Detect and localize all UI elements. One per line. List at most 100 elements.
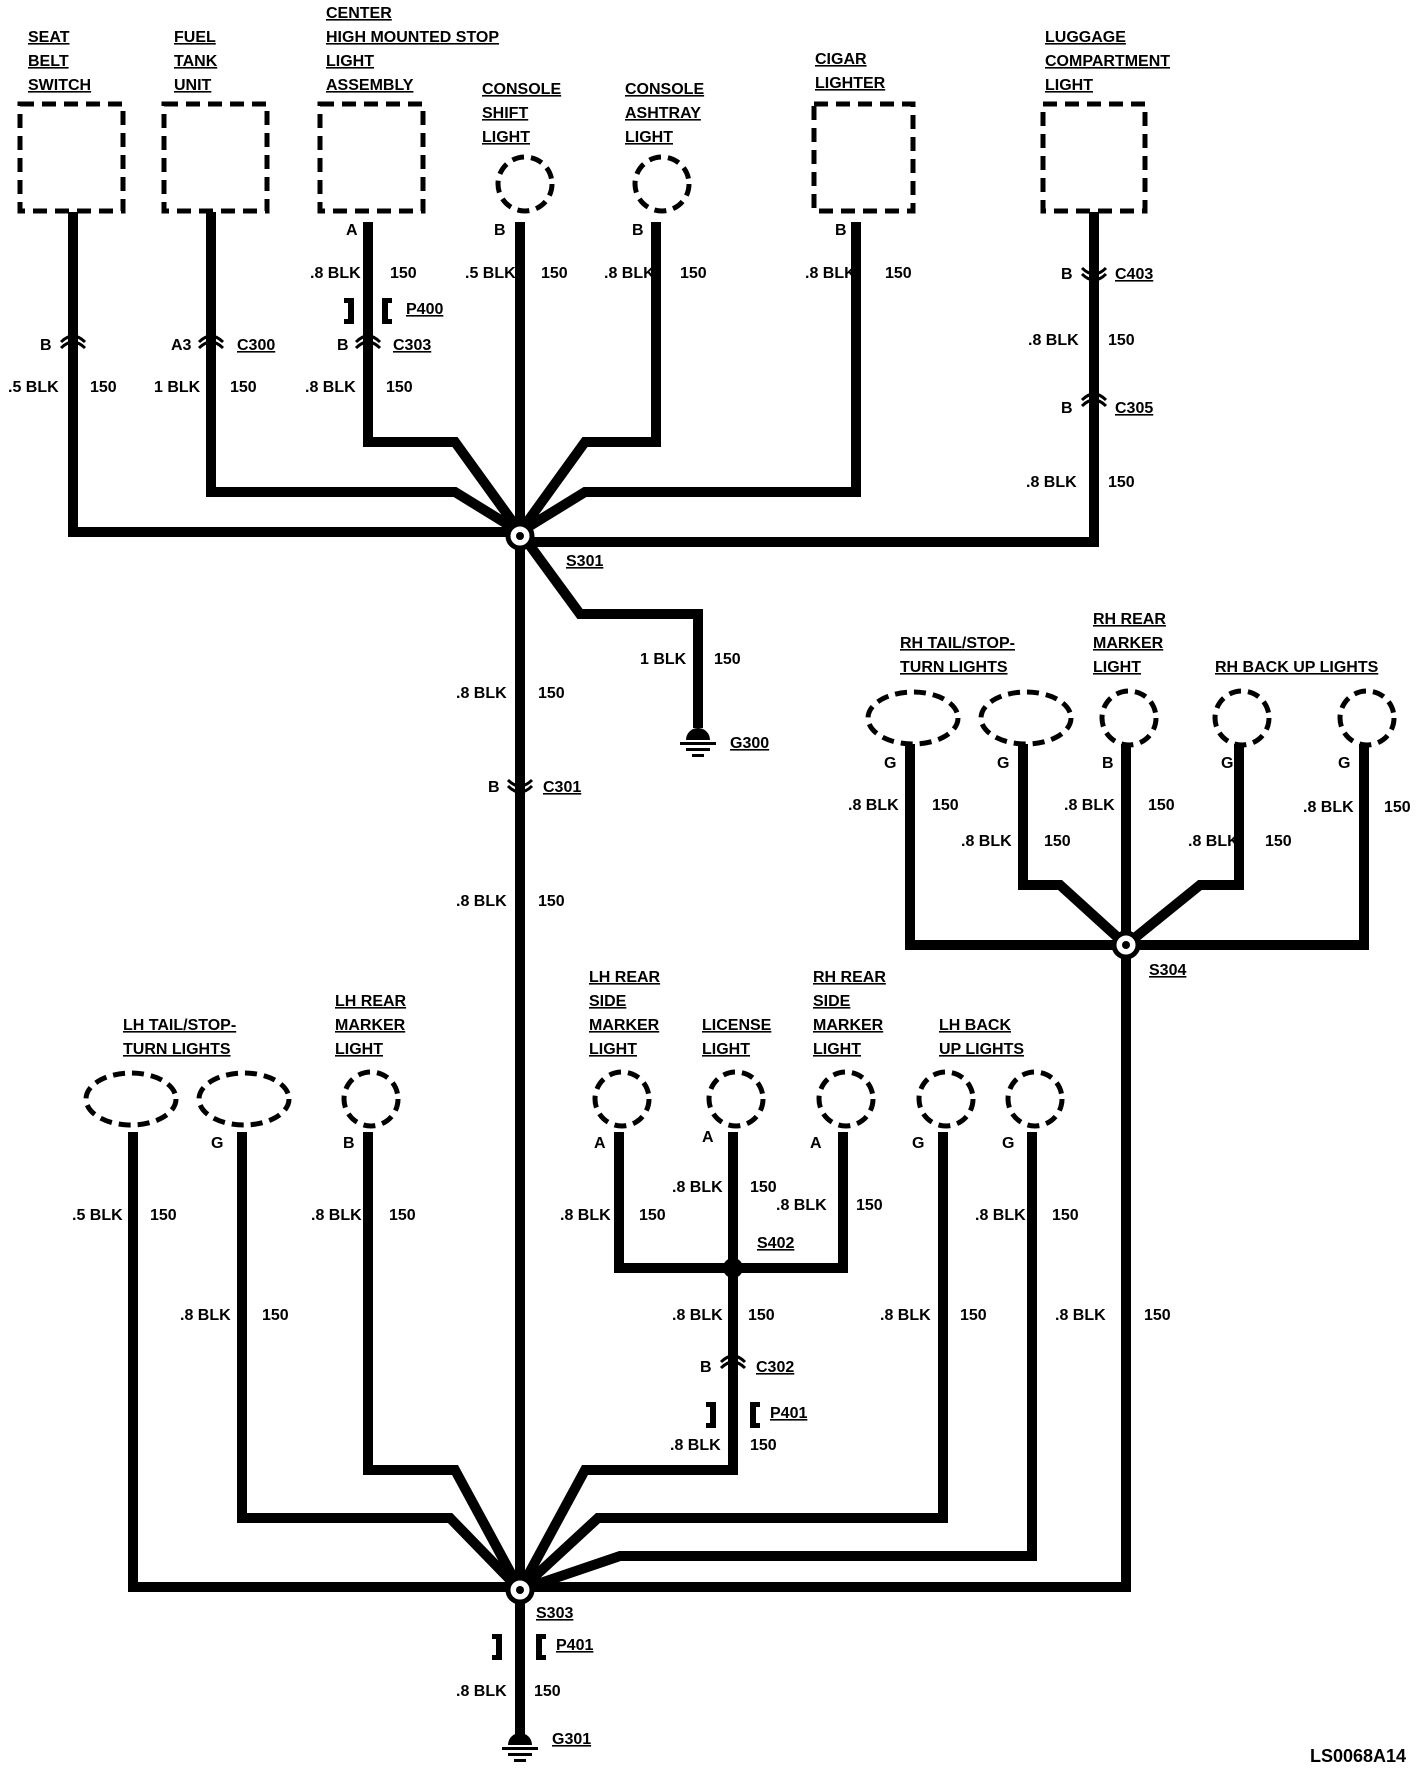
wire-lh-backup-2 xyxy=(518,1132,1037,1595)
pin-label: G xyxy=(884,755,896,772)
wire-lh-marker xyxy=(363,1132,525,1593)
wire-label: .8 BLK xyxy=(180,1307,231,1324)
svg-text:G300: G300 xyxy=(730,735,769,752)
pin-label: G xyxy=(1002,1135,1014,1152)
svg-text:LIGHT: LIGHT xyxy=(482,129,530,146)
wire-label: .8 BLK xyxy=(848,797,899,814)
svg-text:COMPARTMENT: COMPARTMENT xyxy=(1045,53,1170,70)
pin-label: B xyxy=(835,222,847,239)
connector-p401-upper: P401 xyxy=(706,1402,807,1428)
circuit-label: 150 xyxy=(389,1207,416,1224)
svg-text:MARKER: MARKER xyxy=(1093,635,1164,652)
splice-s304: S304 xyxy=(1111,930,1186,979)
connector-p401-lower: P401 xyxy=(492,1634,593,1660)
component-box xyxy=(811,101,916,214)
svg-text:SIDE: SIDE xyxy=(589,993,627,1010)
svg-text:SIDE: SIDE xyxy=(813,993,851,1010)
circuit-label: 150 xyxy=(541,265,568,282)
component-rh-backup: RH BACK UP LIGHTS xyxy=(1212,659,1397,748)
bulb-icon xyxy=(1337,688,1397,748)
component-chmsl: CENTER HIGH MOUNTED STOP LIGHT ASSEMBLY xyxy=(317,5,499,214)
pin-label: G xyxy=(1338,755,1350,772)
wire-label: 1 BLK xyxy=(640,651,687,668)
circuit-label: 150 xyxy=(534,1683,561,1700)
svg-text:C305: C305 xyxy=(1115,400,1153,417)
svg-text:RH BACK UP LIGHTS: RH BACK UP LIGHTS xyxy=(1215,659,1379,676)
wire-label: .8 BLK xyxy=(1055,1307,1106,1324)
circuit-label: 150 xyxy=(386,379,413,396)
svg-text:LIGHT: LIGHT xyxy=(702,1041,750,1058)
ground-g301: G301 xyxy=(502,1731,591,1762)
wire-label: .8 BLK xyxy=(456,893,507,910)
svg-text:P400: P400 xyxy=(406,301,443,318)
connector-c302: B C302 xyxy=(700,1354,794,1376)
circuit-label: 150 xyxy=(960,1307,987,1324)
svg-text:C303: C303 xyxy=(393,337,431,354)
circuit-label: 150 xyxy=(538,685,565,702)
svg-text:TURN LIGHTS: TURN LIGHTS xyxy=(123,1041,231,1058)
svg-text:LH REAR: LH REAR xyxy=(335,993,407,1010)
wire-label: .8 BLK xyxy=(560,1207,611,1224)
svg-text:S304: S304 xyxy=(1149,962,1186,979)
label-line: SWITCH xyxy=(28,77,91,94)
wire-lh-tail-2 xyxy=(237,1132,524,1594)
wire-label: .8 BLK xyxy=(776,1197,827,1214)
circuit-label: 150 xyxy=(750,1179,777,1196)
circuit-label: 150 xyxy=(750,1437,777,1454)
wire-label: .8 BLK xyxy=(1303,799,1354,816)
wire-label: .8 BLK xyxy=(604,265,655,282)
pin-label: G xyxy=(997,755,1009,772)
circuit-label: 150 xyxy=(1052,1207,1079,1224)
bulb-icon xyxy=(341,1069,401,1129)
wire-label: .8 BLK xyxy=(1064,797,1115,814)
pin-label: B xyxy=(632,222,644,239)
svg-text:MARKER: MARKER xyxy=(335,1017,406,1034)
svg-text:C302: C302 xyxy=(756,1359,794,1376)
svg-text:P401: P401 xyxy=(770,1405,807,1422)
svg-text:ASHTRAY: ASHTRAY xyxy=(625,105,701,122)
bulb-icon xyxy=(495,154,555,214)
wire-label: .8 BLK xyxy=(1026,474,1077,491)
circuit-label: 150 xyxy=(1144,1307,1171,1324)
bulb-icon xyxy=(1005,1069,1065,1129)
component-box xyxy=(1040,101,1148,214)
wire-label: .8 BLK xyxy=(961,833,1012,850)
wire-label: .8 BLK xyxy=(880,1307,931,1324)
svg-text:C301: C301 xyxy=(543,779,581,796)
component-lh-rear-marker: LH REAR MARKER LIGHT xyxy=(335,993,407,1129)
connector-c305: B C305 xyxy=(1061,392,1153,417)
svg-text:UNIT: UNIT xyxy=(174,77,212,94)
svg-text:S301: S301 xyxy=(566,553,603,570)
svg-text:MARKER: MARKER xyxy=(813,1017,884,1034)
circuit-label: 150 xyxy=(680,265,707,282)
bulb-icon xyxy=(196,1070,292,1128)
pin-label: G xyxy=(1221,755,1233,772)
svg-text:G301: G301 xyxy=(552,1731,591,1748)
connector-c403: B C403 xyxy=(1061,266,1153,283)
wire-lh-tail-1 xyxy=(128,1132,520,1592)
wire-rh-tail-2 xyxy=(1018,744,1130,949)
svg-text:LIGHT: LIGHT xyxy=(326,53,374,70)
pin-label: A xyxy=(810,1135,822,1152)
wire-label: .8 BLK xyxy=(672,1307,723,1324)
svg-text:B: B xyxy=(488,779,500,796)
pin-label: B xyxy=(494,222,506,239)
wire-cigar-lighter xyxy=(517,222,861,537)
wire-label: .8 BLK xyxy=(305,379,356,396)
circuit-label: 150 xyxy=(1265,833,1292,850)
bulb-icon xyxy=(706,1069,766,1129)
svg-text:MARKER: MARKER xyxy=(589,1017,660,1034)
svg-text:LIGHT: LIGHT xyxy=(1045,77,1093,94)
circuit-label: 150 xyxy=(714,651,741,668)
pin-label: G xyxy=(211,1135,223,1152)
wire-label: .8 BLK xyxy=(1188,833,1239,850)
svg-text:LIGHTER: LIGHTER xyxy=(815,75,886,92)
svg-text:B: B xyxy=(1061,400,1073,417)
svg-text:SHIFT: SHIFT xyxy=(482,105,528,122)
svg-text:LIGHT: LIGHT xyxy=(335,1041,383,1058)
wire-s301-g300 xyxy=(515,529,703,728)
svg-text:B: B xyxy=(700,1359,712,1376)
component-rh-tail: RH TAIL/STOP- TURN LIGHTS xyxy=(865,635,1074,747)
svg-text:CIGAR: CIGAR xyxy=(815,51,867,68)
bulb-icon xyxy=(916,1069,976,1129)
